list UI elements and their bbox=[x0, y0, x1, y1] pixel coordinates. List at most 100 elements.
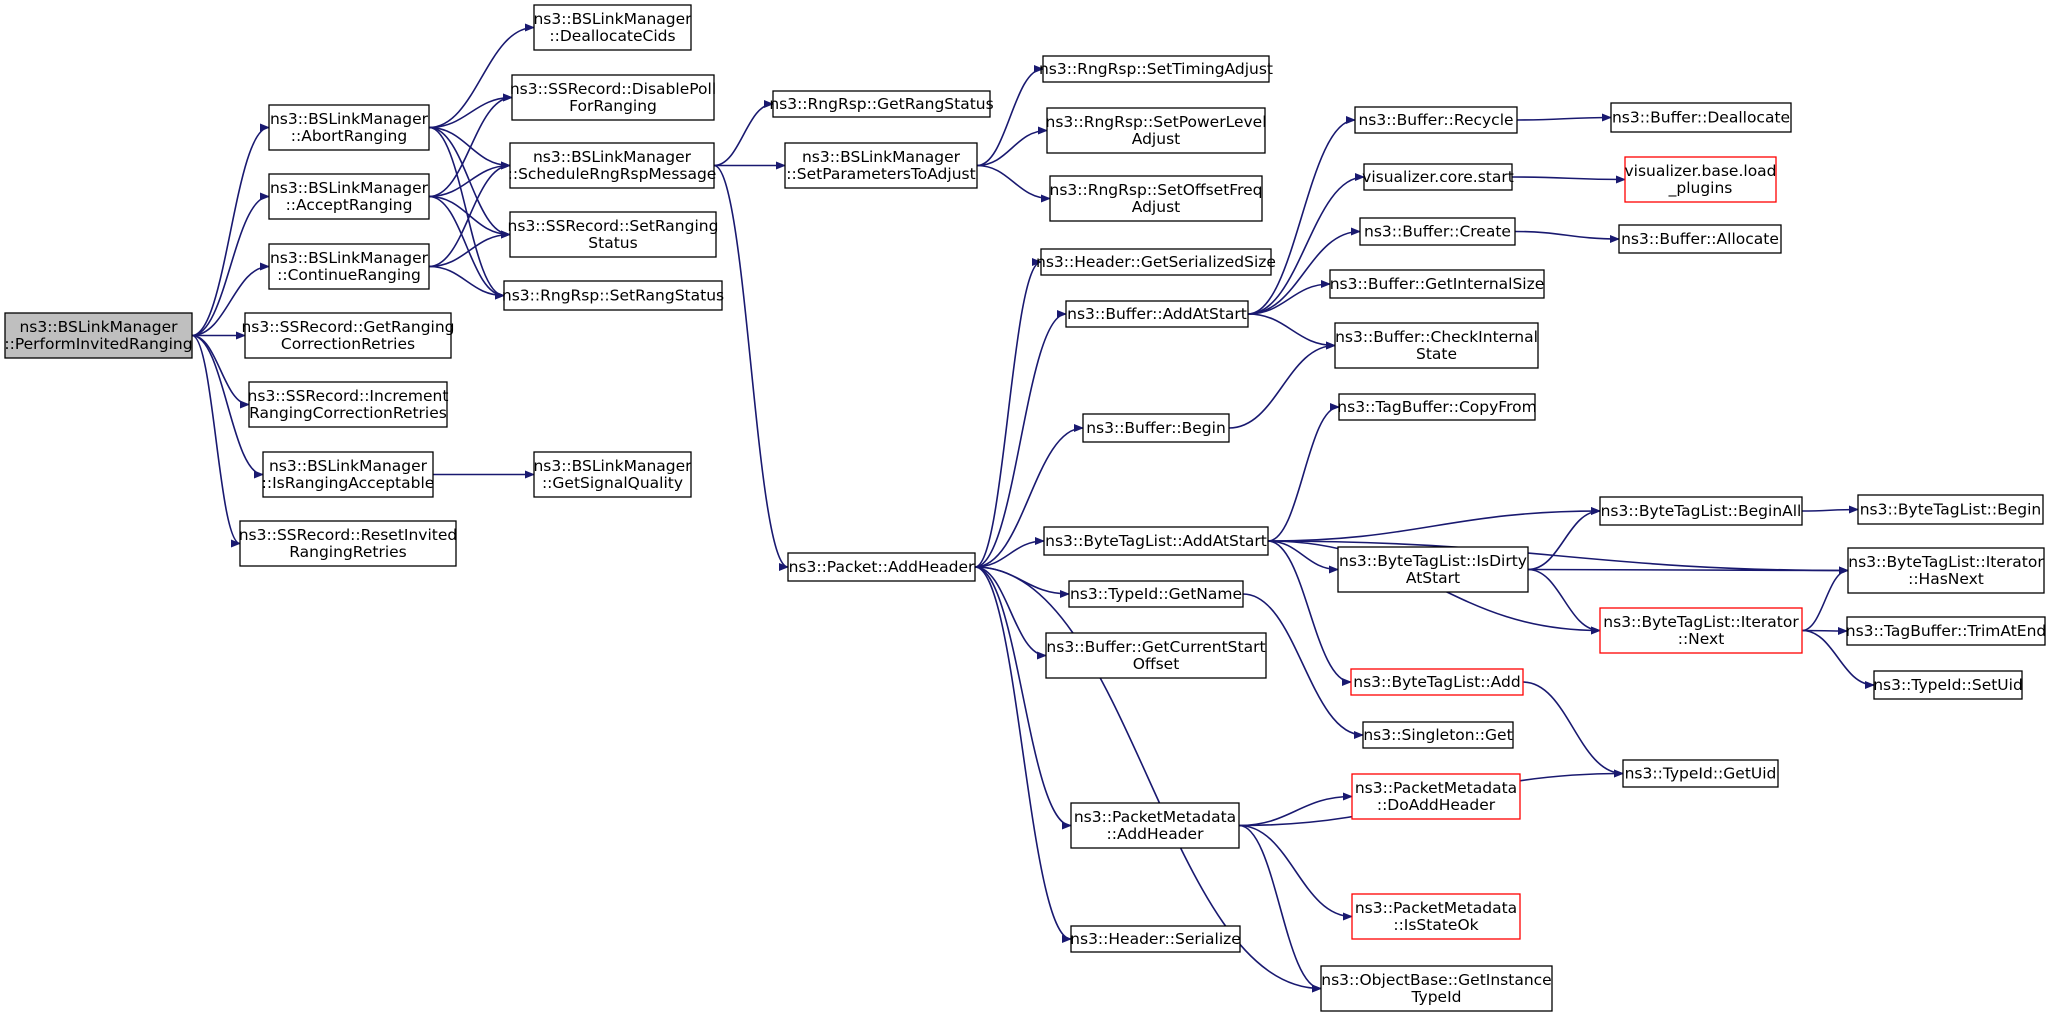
node-bufcreate[interactable]: ns3::Buffer::Create bbox=[1359, 217, 1516, 246]
node-getrangcorr[interactable]: ns3::SSRecord::GetRangingCorrectionRetri… bbox=[241, 312, 455, 359]
node-iternext-label-0: ns3::ByteTagList::Iterator bbox=[1603, 613, 1799, 631]
edge-root-to-resetinvited bbox=[191, 334, 241, 548]
node-getinstance-label-1: TypeId bbox=[1410, 988, 1461, 1006]
node-addheader[interactable]: ns3::Packet::AddHeader bbox=[787, 552, 976, 582]
node-incrcorr[interactable]: ns3::SSRecord::IncrementRangingCorrectio… bbox=[248, 381, 449, 428]
node-doaddheader-label-0: ns3::PacketMetadata bbox=[1355, 779, 1517, 797]
node-continue[interactable]: ns3::BSLinkManager::ContinueRanging bbox=[268, 243, 430, 290]
node-getsignal[interactable]: ns3::BSLinkManager::GetSignalQuality bbox=[533, 451, 692, 498]
node-root[interactable]: ns3::BSLinkManager::PerformInvitedRangin… bbox=[4, 312, 193, 359]
node-iternext[interactable]: ns3::ByteTagList::Iterator::Next bbox=[1599, 607, 1803, 654]
node-getname[interactable]: ns3::TypeId::GetName bbox=[1068, 580, 1244, 608]
node-trimatend[interactable]: ns3::TagBuffer::TrimAtEnd bbox=[1846, 616, 2047, 646]
node-hserialize-box bbox=[1070, 925, 1241, 953]
node-copyfrom[interactable]: ns3::TagBuffer::CopyFrom bbox=[1337, 393, 1537, 421]
node-dealloc[interactable]: ns3::BSLinkManager::DeallocateCids bbox=[533, 4, 692, 51]
node-deallocate-box bbox=[1610, 102, 1792, 133]
edge-continue-to-schedule bbox=[428, 161, 511, 268]
node-incrcorr-label-0: ns3::SSRecord::Increment bbox=[248, 387, 449, 405]
node-doaddheader[interactable]: ns3::PacketMetadata::DoAddHeader bbox=[1351, 773, 1521, 820]
node-beginall[interactable]: ns3::ByteTagList::BeginAll bbox=[1599, 496, 1803, 526]
node-singleton[interactable]: ns3::Singleton::Get bbox=[1362, 721, 1514, 749]
node-vizstart[interactable]: visualizer.core.start bbox=[1362, 163, 1514, 191]
edge-abort-to-disablepoll bbox=[428, 93, 513, 129]
edge-addheader-to-hserialize bbox=[974, 566, 1072, 943]
node-hasnext-label-0: ns3::ByteTagList::Iterator bbox=[1848, 553, 2044, 571]
node-setpower-label-0: ns3::RngRsp::SetPowerLevel bbox=[1046, 113, 1267, 131]
node-allocate-label-0: ns3::Buffer::Allocate bbox=[1621, 230, 1779, 248]
node-recycle[interactable]: ns3::Buffer::Recycle bbox=[1354, 106, 1518, 134]
node-btlbegin[interactable]: ns3::ByteTagList::Begin bbox=[1857, 494, 2044, 525]
node-btladd-box bbox=[1350, 668, 1524, 696]
node-btladd[interactable]: ns3::ByteTagList::Add bbox=[1350, 668, 1524, 696]
node-isacceptable[interactable]: ns3::BSLinkManager::IsRangingAcceptable bbox=[262, 451, 435, 498]
edge-addheader-to-getserialized bbox=[974, 258, 1042, 568]
node-continue-label-1: ::ContinueRanging bbox=[277, 266, 421, 284]
node-gettypeuid[interactable]: ns3::TypeId::GetUid bbox=[1622, 759, 1779, 788]
node-schedule[interactable]: ns3::BSLinkManager::ScheduleRngRspMessag… bbox=[508, 142, 717, 189]
node-loadplugins-label-0: visualizer.base.load bbox=[1624, 162, 1776, 180]
node-getrangstatus[interactable]: ns3::RngRsp::GetRangStatus bbox=[769, 90, 994, 118]
node-settiming[interactable]: ns3::RngRsp::SetTimingAdjust bbox=[1039, 55, 1273, 83]
edge-addatstart-to-getinternalsize bbox=[1247, 280, 1331, 315]
edge-abort-to-dealloc bbox=[428, 23, 535, 129]
node-checkinternal-label-0: ns3::Buffer::CheckInternal bbox=[1335, 328, 1538, 346]
edge-accept-to-schedule bbox=[428, 161, 511, 198]
node-setrangstatus[interactable]: ns3::RngRsp::SetRangStatus bbox=[502, 280, 724, 311]
node-getinstance-box bbox=[1320, 965, 1553, 1012]
edge-continue-to-setrangingstatus bbox=[428, 230, 511, 268]
node-setuid-label-0: ns3::TypeId::SetUid bbox=[1873, 676, 2023, 694]
node-bufbegin[interactable]: ns3::Buffer::Begin bbox=[1082, 413, 1230, 443]
node-getsignal-label-1: ::GetSignalQuality bbox=[542, 474, 683, 492]
node-incrcorr-label-1: RangingCorrectionRetries bbox=[249, 404, 447, 422]
node-addatstart-label-0: ns3::Buffer::AddAtStart bbox=[1067, 305, 1247, 323]
node-resetinvited[interactable]: ns3::SSRecord::ResetInvitedRangingRetrie… bbox=[239, 520, 458, 567]
node-pmaddheader[interactable]: ns3::PacketMetadata::AddHeader bbox=[1070, 802, 1240, 849]
edge-getname-to-singleton bbox=[1242, 593, 1364, 739]
node-accept[interactable]: ns3::BSLinkManager::AcceptRanging bbox=[268, 173, 430, 220]
node-loadplugins[interactable]: visualizer.base.load_plugins bbox=[1624, 156, 1777, 203]
node-setuid[interactable]: ns3::TypeId::SetUid bbox=[1873, 670, 2023, 700]
node-hasnext[interactable]: ns3::ByteTagList::Iterator::HasNext bbox=[1847, 547, 2045, 594]
node-deallocate[interactable]: ns3::Buffer::Deallocate bbox=[1610, 102, 1792, 133]
node-copyfrom-label-0: ns3::TagBuffer::CopyFrom bbox=[1337, 398, 1536, 416]
edge-pmaddheader-to-doaddheader bbox=[1238, 792, 1353, 827]
node-isstateok[interactable]: ns3::PacketMetadata::IsStateOk bbox=[1351, 893, 1521, 940]
edge-recycle-to-deallocate bbox=[1516, 113, 1612, 122]
node-btlbegin-box bbox=[1857, 494, 2044, 525]
edge-addheader-to-getcurrentstart bbox=[974, 566, 1047, 660]
edge-pmaddheader-to-isstateok bbox=[1238, 824, 1353, 921]
node-abort[interactable]: ns3::BSLinkManager::AbortRanging bbox=[268, 104, 430, 151]
node-setoffset-label-1: Adjust bbox=[1132, 198, 1180, 216]
node-isacceptable-label-0: ns3::BSLinkManager bbox=[269, 457, 428, 475]
node-allocate[interactable]: ns3::Buffer::Allocate bbox=[1618, 224, 1782, 254]
node-setuid-box bbox=[1873, 670, 2023, 700]
node-incrcorr-box bbox=[248, 381, 448, 428]
node-setparams[interactable]: ns3::BSLinkManager::SetParametersToAdjus… bbox=[784, 142, 978, 189]
edge-addheader-to-btladdatstart bbox=[974, 537, 1045, 568]
node-root-label-0: ns3::BSLinkManager bbox=[19, 318, 178, 336]
node-hserialize-label-0: ns3::Header::Serialize bbox=[1070, 930, 1241, 948]
node-btladdatstart[interactable]: ns3::ByteTagList::AddAtStart bbox=[1043, 526, 1269, 556]
edge-beginall-to-btlbegin bbox=[1801, 505, 1859, 514]
node-getserialized[interactable]: ns3::Header::GetSerializedSize bbox=[1036, 248, 1276, 276]
node-getinternalsize[interactable]: ns3::Buffer::GetInternalSize bbox=[1329, 269, 1545, 299]
node-disablepoll-label-0: ns3::SSRecord::DisablePoll bbox=[510, 80, 716, 98]
node-isstateok-label-1: ::IsStateOk bbox=[1393, 916, 1478, 934]
node-setrangingstatus-label-1: Status bbox=[588, 234, 637, 252]
node-hserialize[interactable]: ns3::Header::Serialize bbox=[1070, 925, 1241, 953]
edge-abort-to-setrangstatus bbox=[428, 126, 505, 300]
node-addatstart[interactable]: ns3::Buffer::AddAtStart bbox=[1065, 300, 1249, 328]
node-getserialized-box bbox=[1040, 248, 1272, 276]
edge-isdirty-to-beginall bbox=[1527, 507, 1601, 571]
node-isstateok-box bbox=[1351, 893, 1521, 940]
edge-root-to-accept bbox=[191, 192, 270, 337]
